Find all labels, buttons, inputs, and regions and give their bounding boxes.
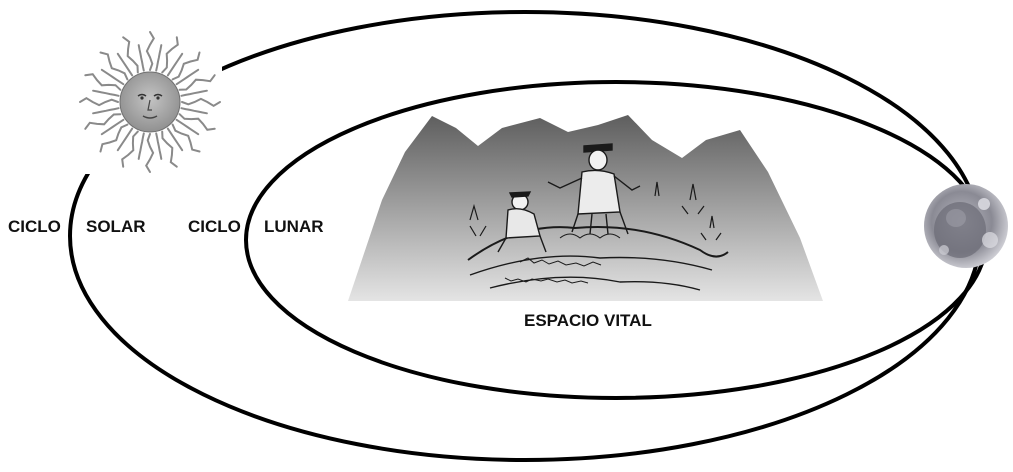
label-ciclo-lunar-1: CICLO [188, 217, 241, 237]
label-solar: SOLAR [86, 217, 146, 237]
sun-icon [78, 30, 222, 174]
label-espacio-vital: ESPACIO VITAL [524, 311, 652, 331]
label-lunar: LUNAR [264, 217, 324, 237]
mountain-scene [348, 115, 823, 301]
moon-icon [924, 184, 1008, 268]
label-ciclo-solar-1: CICLO [8, 217, 61, 237]
